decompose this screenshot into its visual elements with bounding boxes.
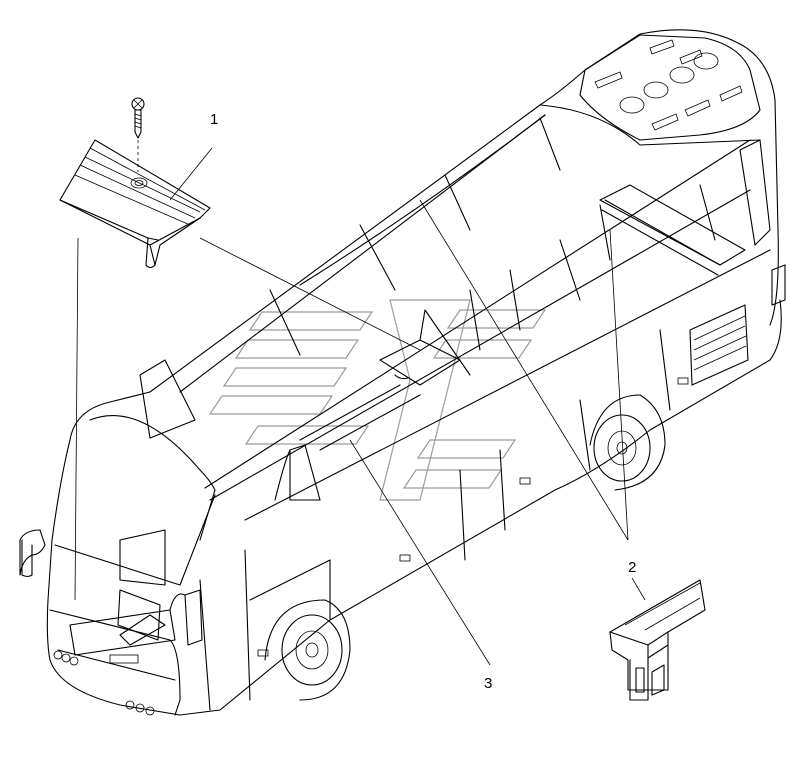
front-wheel: [264, 599, 351, 701]
watermark-logo: [208, 299, 547, 501]
left-mirror: [19, 529, 46, 576]
callout-2: 2: [628, 559, 636, 576]
callout-1: 1: [210, 111, 218, 128]
leader-lines: [74, 147, 646, 666]
callout-3: 3: [484, 675, 492, 692]
detail-1-strip-profile: [59, 97, 211, 269]
detail-2-rail-profile: [609, 579, 706, 701]
front-mask: [46, 439, 181, 716]
rear-wheel: [589, 394, 666, 491]
roof-outline: [69, 29, 779, 441]
screw-icon: [131, 97, 145, 172]
bus-illustration: [19, 29, 786, 716]
side-body: [179, 299, 782, 716]
